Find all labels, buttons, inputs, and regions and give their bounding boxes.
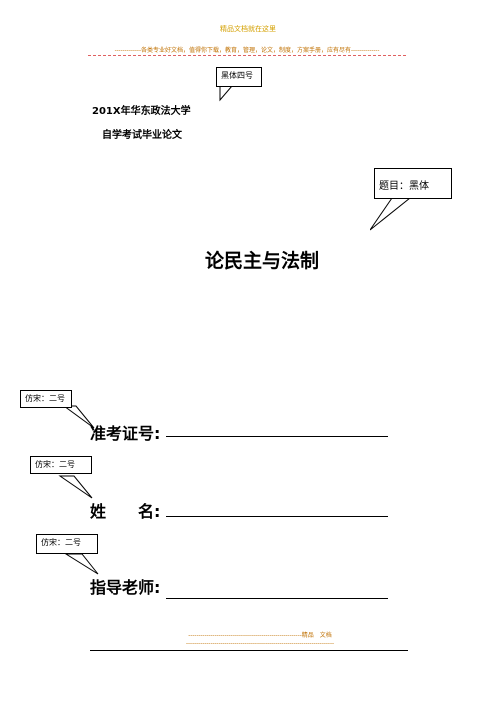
callout-pointer-fangsong-3 — [64, 553, 99, 575]
callout-heiti-sihao: 黑体四号 — [216, 67, 262, 87]
callout-fangsong-1: 仿宋：二号 — [20, 390, 72, 408]
callout-heiti-sihao-label: 黑体四号 — [221, 71, 253, 80]
name-label: 姓 名: — [90, 502, 161, 521]
footer-dashes: ----------------------------------------… — [186, 640, 334, 647]
thesis-title: 论民主与法制 — [204, 250, 319, 272]
university-name: 201X年华东政法大学 — [92, 106, 191, 117]
callout-fangsong-3: 仿宋：二号 — [36, 534, 98, 554]
callout-fangsong-1-label: 仿宋：二号 — [25, 394, 65, 403]
name-field[interactable] — [166, 516, 388, 517]
advisor-label: 指导老师: — [90, 578, 161, 597]
callout-fangsong-2: 仿宋：二号 — [30, 456, 92, 474]
callout-fangsong-3-label: 仿宋：二号 — [41, 538, 81, 547]
header-divider — [88, 55, 406, 56]
header-description: -------------各类专业好文档，值得你下载，教育，管理，论文，制度，方… — [114, 47, 380, 54]
thesis-subtitle: 自学考试毕业论文 — [102, 130, 182, 141]
footer-text: ----------------------------------------… — [188, 632, 332, 639]
callout-title-font-label: 题目：黑体 — [379, 181, 429, 192]
callout-pointer-fangsong-2 — [58, 475, 93, 499]
exam-id-label: 准考证号: — [90, 424, 161, 443]
callout-title-font: 题目：黑体 — [374, 168, 452, 199]
header-top-text: 精品文档就在这里 — [220, 25, 276, 33]
callout-fangsong-2-label: 仿宋：二号 — [35, 460, 75, 469]
exam-id-field[interactable] — [166, 436, 388, 437]
advisor-field[interactable] — [166, 598, 388, 599]
footer-divider — [90, 650, 408, 651]
